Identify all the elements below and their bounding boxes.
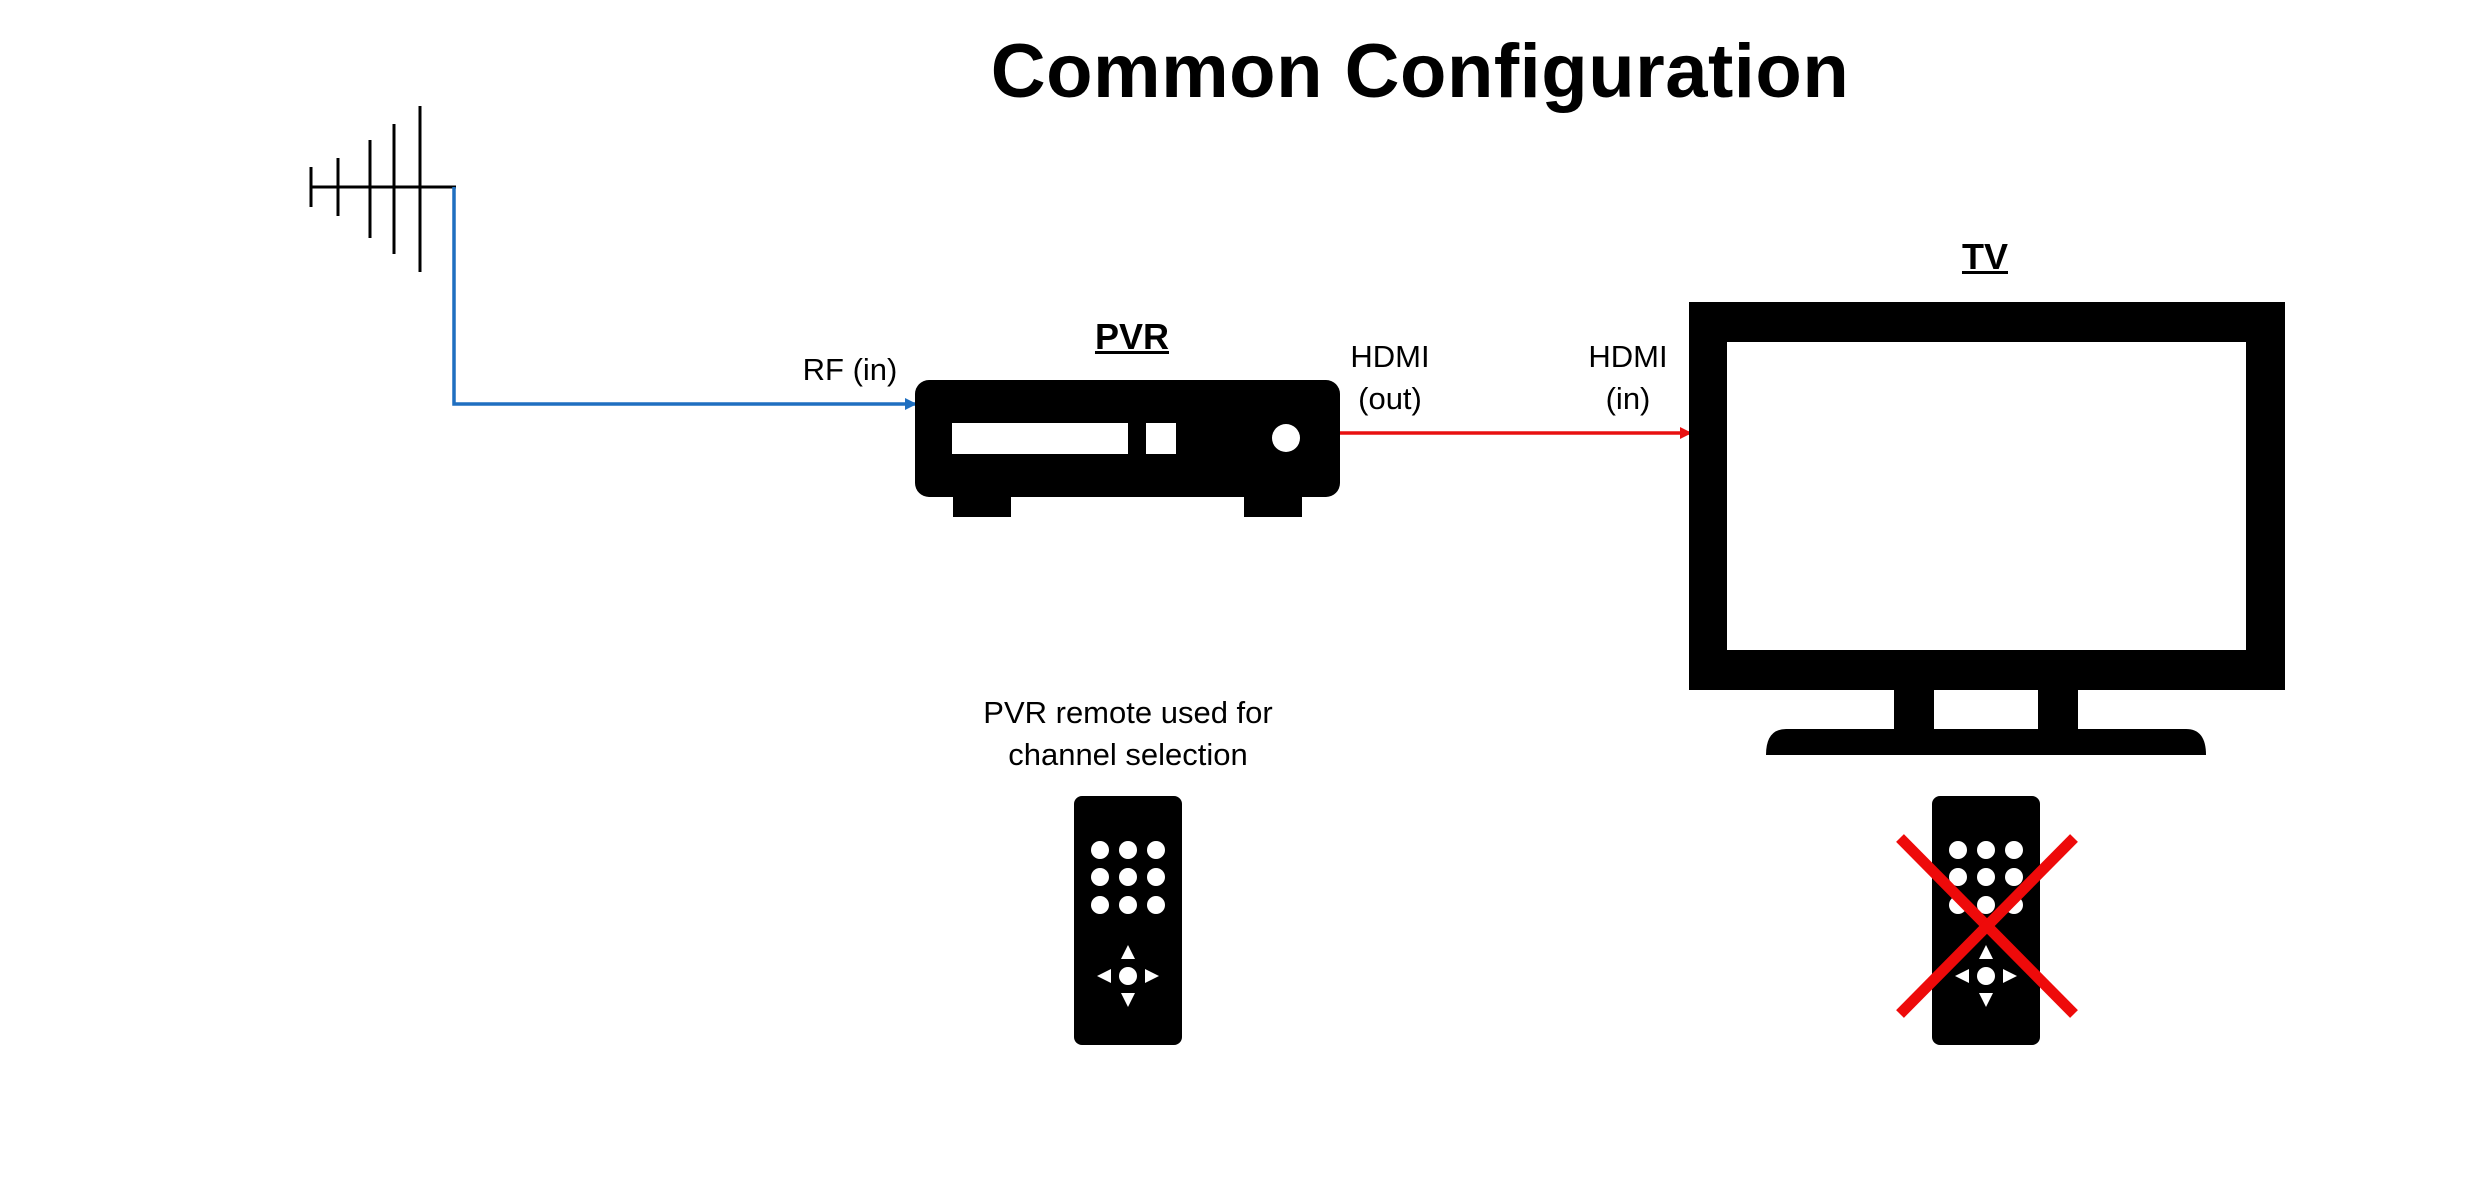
hdmi-in-label-line2: (in) [1605, 381, 1651, 416]
rf-cable [452, 187, 917, 410]
cross-icon [1896, 834, 2078, 1018]
hdmi-out-label: HDMI (out) [1330, 336, 1450, 420]
hdmi-in-label-line1: HDMI [1588, 339, 1668, 374]
tv-label: TV [1961, 236, 2008, 277]
hdmi-out-label-line2: (out) [1358, 381, 1422, 416]
rf-in-label: RF (in) [802, 352, 898, 387]
remote-control-icon [1074, 796, 1182, 1045]
pvr-label: PVR [1094, 316, 1170, 357]
set-top-box-icon [915, 380, 1340, 517]
pvr-remote-note: PVR remote used for channel selection [928, 692, 1328, 776]
pvr-remote-note-line1: PVR remote used for [983, 695, 1273, 730]
hdmi-in-label: HDMI (in) [1568, 336, 1688, 420]
pvr-remote-note-line2: channel selection [1008, 737, 1248, 772]
television-icon [1689, 302, 2285, 755]
antenna-icon [309, 106, 456, 272]
hdmi-out-label-line1: HDMI [1350, 339, 1430, 374]
diagram-title: Common Configuration [990, 29, 1850, 114]
